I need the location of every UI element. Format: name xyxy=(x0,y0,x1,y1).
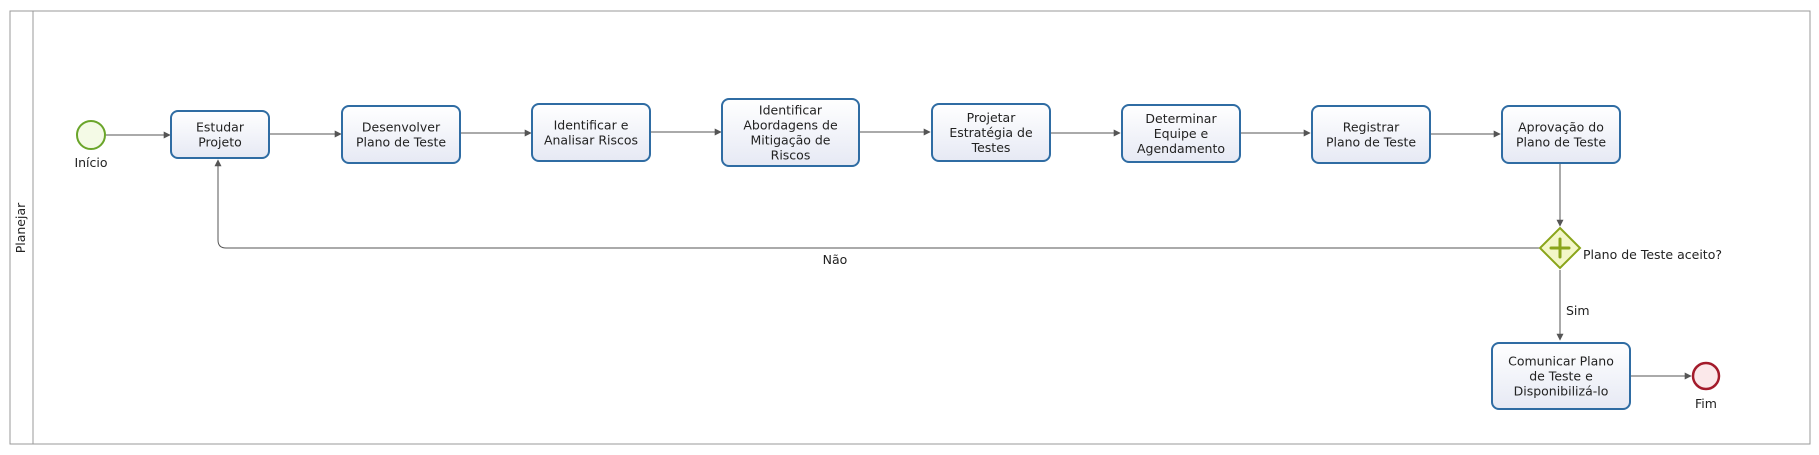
task-label-line: Disponibilizá-lo xyxy=(1514,384,1609,399)
task-box[interactable] xyxy=(1491,342,1631,410)
task-box[interactable] xyxy=(1121,104,1241,163)
task-label-line: Identificar e xyxy=(554,118,629,133)
task-label-line: Abordagens de xyxy=(743,118,838,133)
task-label-line: Analisar Riscos xyxy=(544,133,638,148)
flow-no-label: Não xyxy=(823,252,848,267)
task-label-line: Desenvolver xyxy=(362,120,441,135)
task-label-line: Determinar xyxy=(1145,111,1217,126)
task-label-line: Plano de Teste xyxy=(356,135,446,150)
task-label-line: Identificar xyxy=(759,103,823,118)
task-label-line: Agendamento xyxy=(1137,141,1225,156)
task-box[interactable] xyxy=(1311,105,1431,164)
start-event-label: Início xyxy=(74,155,107,170)
task-label-line: Comunicar Plano xyxy=(1508,354,1614,369)
end-event-icon[interactable] xyxy=(1691,361,1721,391)
task-box[interactable] xyxy=(1501,105,1621,164)
gateway-plano-aceito[interactable] xyxy=(1538,226,1582,270)
task-label-line: de Teste e xyxy=(1529,369,1593,384)
task-label-line: Plano de Teste xyxy=(1326,135,1416,150)
task-box[interactable] xyxy=(170,110,270,159)
task-label-line: Estudar xyxy=(196,120,245,135)
task-label-line: Projeto xyxy=(198,135,242,150)
gateway-label: Plano de Teste aceito? xyxy=(1583,247,1722,262)
parallel-gateway-plus-icon xyxy=(1549,237,1571,259)
end-event-label: Fim xyxy=(1695,396,1717,411)
task-box[interactable] xyxy=(931,103,1051,162)
task-box[interactable] xyxy=(721,98,860,167)
pool-frame xyxy=(9,10,1811,445)
lane-label: Planejar xyxy=(13,202,28,253)
task-box[interactable] xyxy=(341,105,461,164)
task-label-line: Registrar xyxy=(1343,120,1400,135)
task-label-line: Projetar xyxy=(967,110,1017,125)
start-event-icon[interactable] xyxy=(76,120,106,150)
task-label-line: Testes xyxy=(971,140,1011,155)
task-label-line: Mitigação de xyxy=(750,133,830,148)
flow-yes-label: Sim xyxy=(1566,303,1590,318)
task-label-line: Estratégia de xyxy=(949,125,1033,140)
task-label-line: Riscos xyxy=(771,148,811,163)
sequence-flows xyxy=(106,128,1692,380)
task-label-line: Plano de Teste xyxy=(1516,135,1606,150)
task-box[interactable] xyxy=(531,103,651,162)
task-label-line: Equipe e xyxy=(1154,126,1209,141)
task-label-line: Aprovação do xyxy=(1518,120,1604,135)
flow-gateway-no-to-t1[interactable] xyxy=(214,159,1540,249)
